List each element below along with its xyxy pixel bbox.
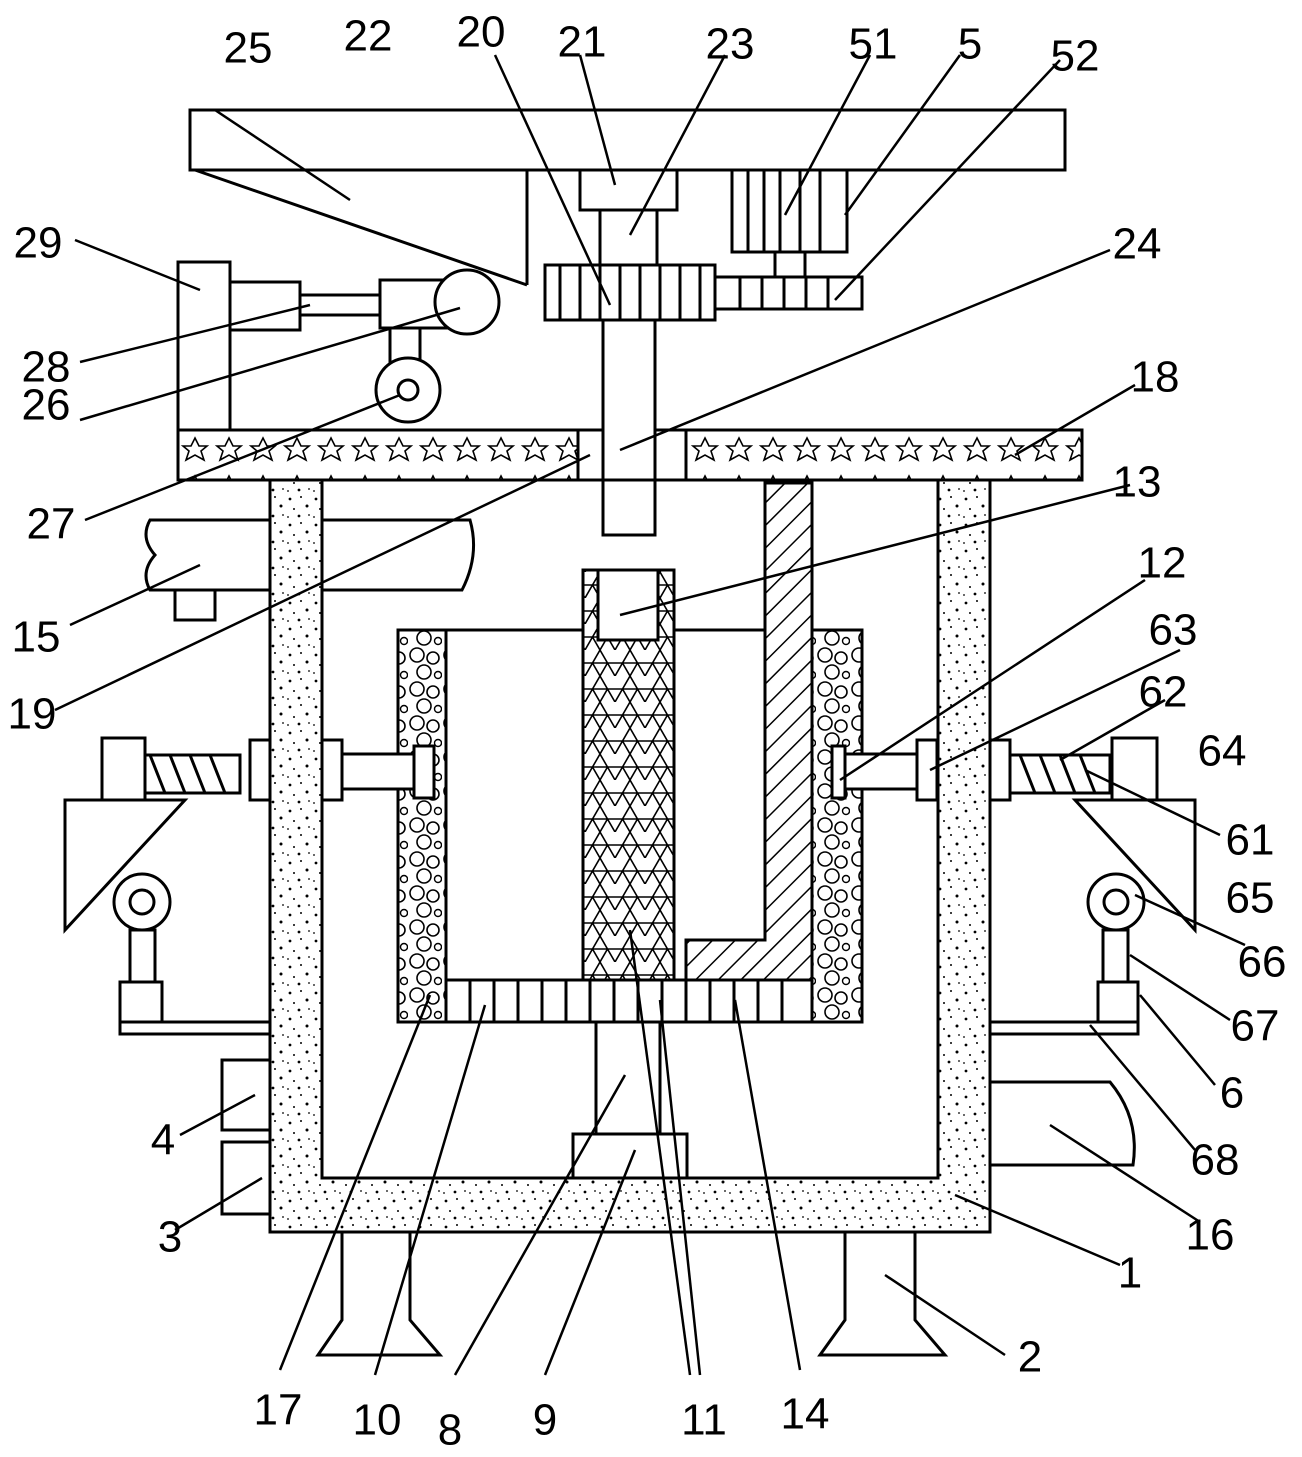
label-64: 64: [1198, 727, 1247, 776]
outer-tank: [268, 478, 992, 1234]
leader-lines: [54, 54, 1246, 1376]
label-11: 11: [681, 1396, 727, 1445]
label-17: 17: [254, 1386, 303, 1435]
label-10: 10: [353, 1396, 402, 1445]
label-61: 61: [1226, 816, 1275, 865]
label-65: 65: [1226, 874, 1275, 923]
label-3: 3: [158, 1213, 182, 1262]
label-24: 24: [1113, 220, 1162, 269]
label-12: 12: [1138, 539, 1187, 588]
label-25: 25: [224, 24, 273, 73]
inlet-pipe: [144, 518, 476, 622]
motor-5: [730, 168, 849, 279]
label-5: 5: [958, 20, 982, 69]
label-26: 26: [22, 381, 71, 430]
drive-motor: [578, 168, 679, 537]
right-clamp: [830, 736, 1197, 1036]
label-62: 62: [1139, 668, 1188, 717]
label-27: 27: [27, 500, 76, 549]
label-6: 6: [1220, 1069, 1244, 1118]
inner-basket: [396, 568, 864, 1180]
top-plate: [188, 108, 1067, 287]
label-8: 8: [438, 1406, 462, 1455]
label-21: 21: [558, 18, 607, 67]
label-18: 18: [1131, 353, 1180, 402]
cylinder-assembly: [176, 260, 501, 432]
label-13: 13: [1113, 458, 1162, 507]
label-28: 28: [22, 343, 71, 392]
label-22: 22: [344, 12, 393, 61]
label-52: 52: [1051, 32, 1100, 81]
label-16: 16: [1186, 1211, 1235, 1260]
label-19: 19: [8, 690, 57, 739]
label-67: 67: [1231, 1002, 1280, 1051]
label-23: 23: [706, 20, 755, 69]
outlet-pipe: [988, 1080, 1136, 1167]
label-29: 29: [14, 219, 63, 268]
label-63: 63: [1149, 606, 1198, 655]
rack-bar: [176, 428, 1084, 482]
label-68: 68: [1191, 1136, 1240, 1185]
gear-train: [543, 263, 864, 322]
label-14: 14: [781, 1390, 830, 1439]
label-66: 66: [1238, 938, 1287, 987]
label-15: 15: [12, 613, 61, 662]
left-clamp: [63, 736, 436, 1216]
label-20: 20: [457, 8, 506, 57]
label-4: 4: [151, 1116, 175, 1165]
label-9: 9: [533, 1396, 557, 1445]
reference-labels: 25 22 20 21 23 51 5 52 29 24 28 18 26 13…: [8, 8, 1287, 1455]
label-51: 51: [849, 20, 898, 69]
l-plate: [684, 481, 814, 982]
label-2: 2: [1018, 1333, 1042, 1382]
label-1: 1: [1118, 1249, 1142, 1298]
